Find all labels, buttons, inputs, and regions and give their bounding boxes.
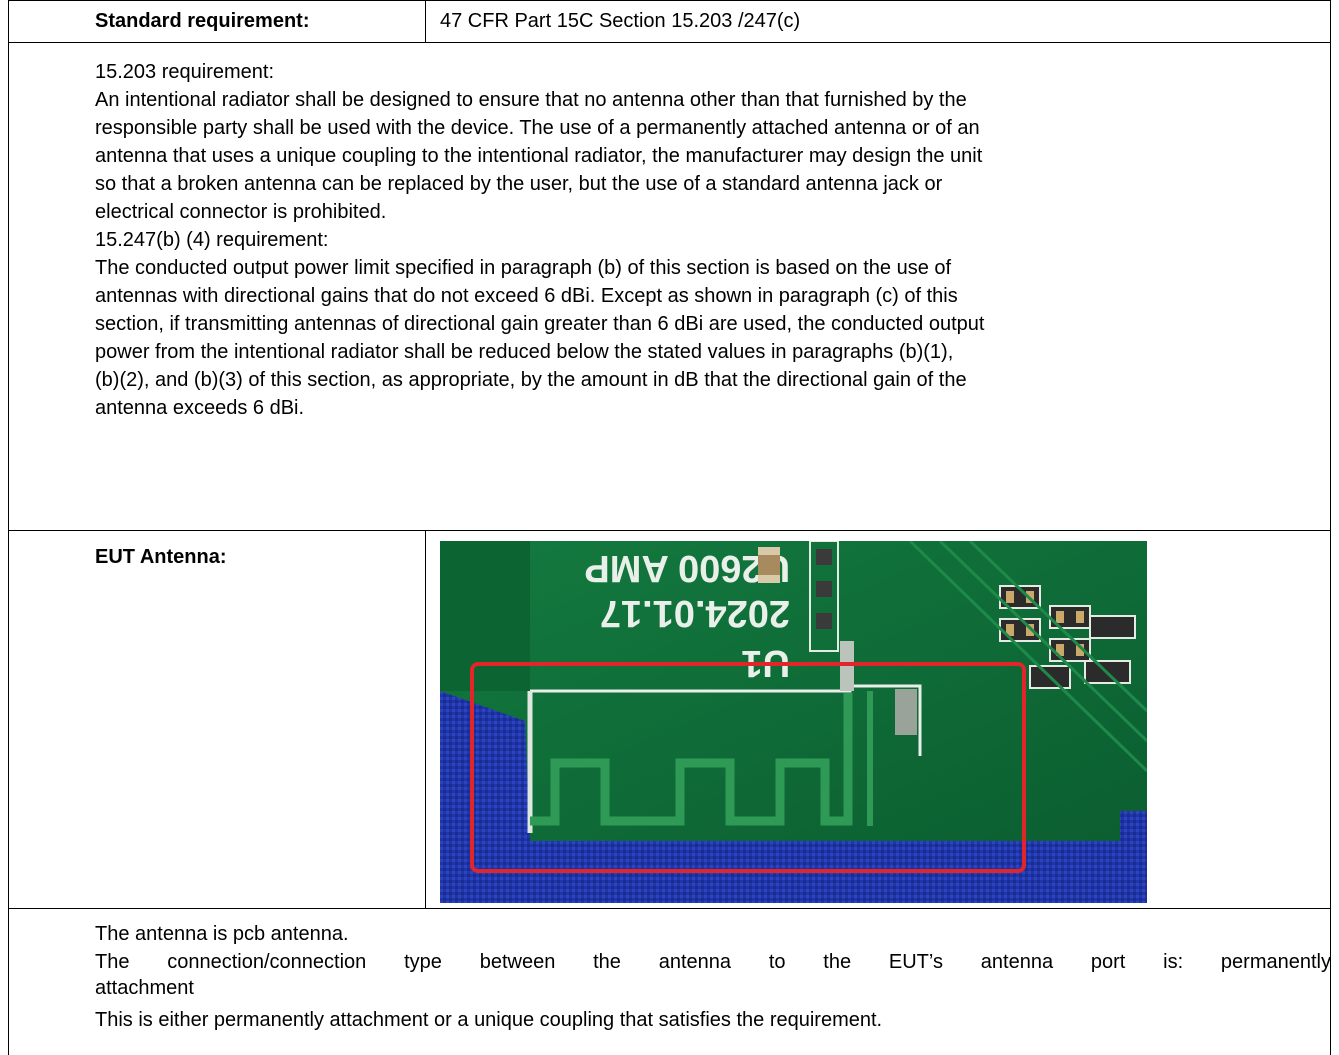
table-border-right [1330,0,1331,1055]
requirement-15203-line: responsible party shall be used with the… [95,117,980,139]
table-border-top [8,0,1331,1]
pcb-silkscreen-model: U2600 AMP [584,547,790,589]
requirement-15247-line: antenna exceeds 6 dBi. [95,397,305,419]
table-row-divider [8,908,1331,909]
requirement-15247-line: The conducted output power limit specifi… [95,257,952,279]
standard-requirement-label: Standard requirement: [95,10,310,32]
table-border-left [8,0,9,1055]
conclusion-line: attachment [95,977,194,999]
table-column-divider [425,0,426,42]
standard-requirement-value: 47 CFR Part 15C Section 15.203 /247(c) [440,10,801,32]
table-row-divider [8,530,1331,531]
requirement-15203-line: electrical connector is prohibited. [95,201,387,223]
antenna-highlight-box [470,662,1026,873]
pcb-antenna-photo: U1 2024.01.17 U2600 AMP [440,541,1147,903]
table-column-divider [425,530,426,908]
table-row-divider [8,42,1331,43]
requirement-15247-line: (b)(2), and (b)(3) of this section, as a… [95,369,967,391]
requirement-15247-line: section, if transmitting antennas of dir… [95,313,985,335]
conclusion-line: This is either permanently attachment or… [95,1009,883,1031]
eut-antenna-label: EUT Antenna: [95,546,227,568]
requirement-15247-title: 15.247(b) (4) requirement: [95,229,329,251]
requirement-15203-line: antenna that uses a unique coupling to t… [95,145,983,167]
conclusion-line: The connection/connection type between t… [95,951,1331,973]
pcb-silkscreen-date: 2024.01.17 [600,592,790,634]
requirement-15247-line: antennas with directional gains that do … [95,285,958,307]
conclusion-line: The antenna is pcb antenna. [95,923,349,945]
requirement-15203-line: An intentional radiator shall be designe… [95,89,967,111]
requirement-15247-line: power from the intentional radiator shal… [95,341,954,363]
conclusion-text: The antenna is pcb antenna. The connecti… [95,920,1331,1034]
requirements-text: 15.203 requirement: An intentional radia… [95,58,984,422]
pcb-antenna-image: U1 2024.01.17 U2600 AMP [440,541,1147,903]
requirement-15203-title: 15.203 requirement: [95,61,275,83]
requirement-15203-line: so that a broken antenna can be replaced… [95,173,943,195]
